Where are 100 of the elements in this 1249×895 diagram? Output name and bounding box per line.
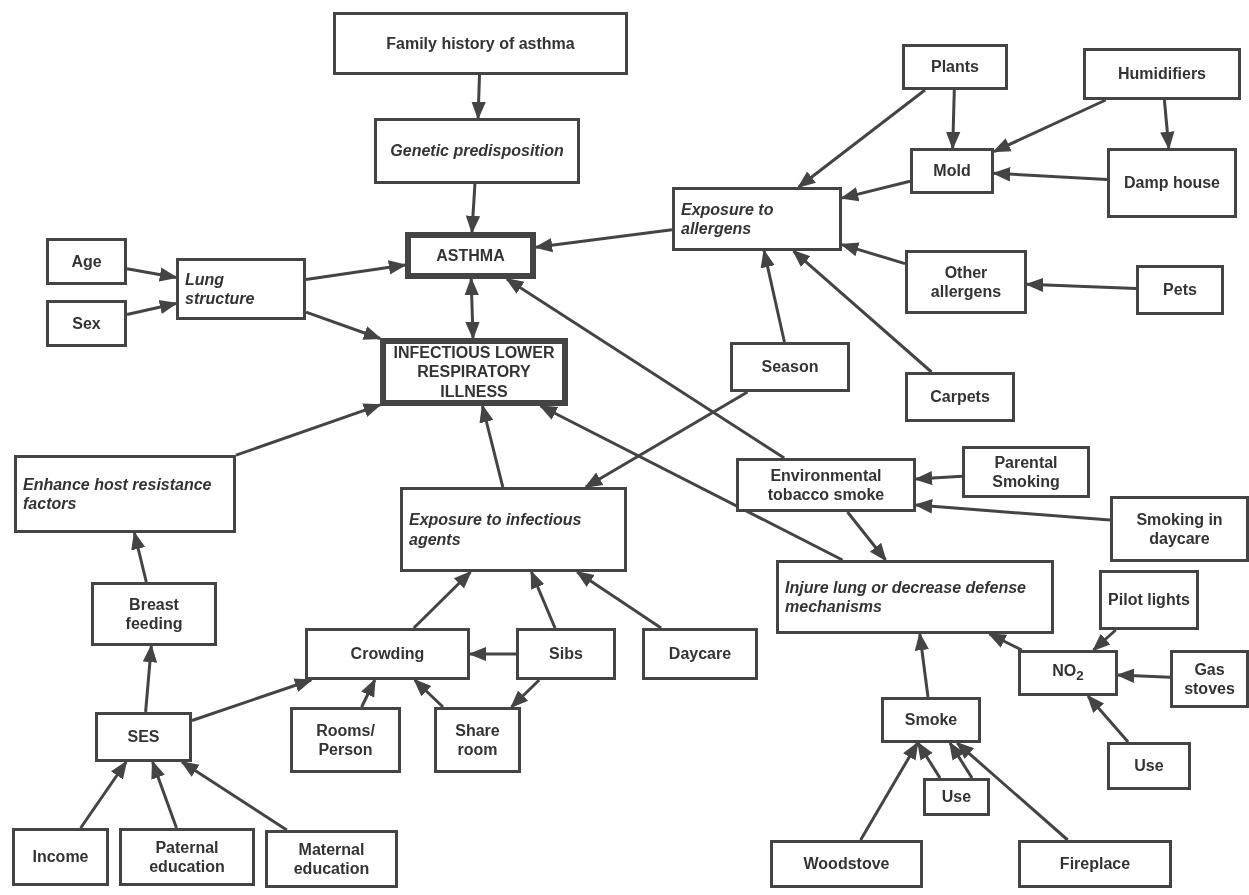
arrow <box>142 644 158 713</box>
arrow <box>992 167 1108 182</box>
arrow <box>539 404 844 562</box>
process-box <box>672 187 842 251</box>
process-box <box>400 487 627 572</box>
arrow <box>914 632 930 698</box>
box-label: Environmental tobacco smoke <box>766 465 886 505</box>
box-label: Breast feeding <box>124 594 184 634</box>
arrow <box>1025 277 1137 293</box>
box-label: Use <box>941 787 972 807</box>
arrow <box>992 98 1107 153</box>
arrow <box>840 179 911 202</box>
arrow <box>1086 694 1130 743</box>
process-box <box>305 628 470 680</box>
box-label: Lung structure <box>185 269 256 309</box>
box-label: ASTHMA <box>436 245 505 266</box>
process-box <box>1170 650 1249 708</box>
arrow <box>235 403 382 457</box>
arrow <box>530 570 557 629</box>
box-label: Fireplace <box>1059 854 1131 874</box>
process-box <box>1107 148 1237 218</box>
arrow <box>305 260 407 281</box>
arrow <box>471 74 486 120</box>
process-box <box>905 372 1015 422</box>
arrow <box>465 183 481 234</box>
process-box <box>881 697 981 743</box>
box-label: Pets <box>1163 280 1197 300</box>
box-label: Other allergens <box>929 262 1003 302</box>
box-label: Crowding <box>350 644 425 664</box>
process-box <box>176 258 306 320</box>
process-box <box>905 250 1027 314</box>
process-box <box>910 148 994 194</box>
box-label: Injure lung or decrease defense mechanisms <box>785 577 1027 617</box>
process-box <box>1107 742 1191 790</box>
process-box <box>380 338 568 406</box>
arrow <box>916 741 942 779</box>
box-label: Age <box>71 251 102 272</box>
box-label: Share room <box>454 720 501 760</box>
process-box <box>374 118 580 184</box>
process-box <box>405 232 536 279</box>
arrow <box>126 267 178 282</box>
arrow <box>792 249 933 374</box>
arrow <box>914 499 1111 522</box>
box-label: Smoke <box>904 710 958 730</box>
arrow <box>151 760 178 829</box>
arrow <box>584 390 749 489</box>
process-box <box>265 830 398 888</box>
box-label: Humidifiers <box>1118 64 1206 84</box>
process-box <box>1018 840 1172 888</box>
arrow <box>412 570 472 630</box>
process-box <box>119 828 255 886</box>
process-box <box>333 12 628 75</box>
box-label: Paternal education <box>148 837 226 877</box>
box-label: Daycare <box>668 644 732 664</box>
arrow <box>797 88 926 189</box>
arrow <box>760 249 786 343</box>
arrow <box>180 760 288 832</box>
arrow <box>305 310 382 340</box>
box-label: INFECTIOUS LOWER RESPIRATORY ILLNESS <box>392 343 556 401</box>
arrow <box>126 300 178 316</box>
arrow <box>955 741 1069 842</box>
box-label: Season <box>761 357 819 377</box>
process-box <box>14 455 236 533</box>
process-box <box>516 628 616 680</box>
box-label: NO$_{2}$ <box>1052 661 1084 685</box>
process-box <box>962 446 1090 498</box>
box-label: Pilot lights <box>1108 590 1190 610</box>
arrow <box>859 741 919 841</box>
box-label: Family history of asthma <box>386 33 575 54</box>
box-label: Parental Smoking <box>991 452 1061 492</box>
process-box <box>12 828 109 886</box>
box-label: Plants <box>931 57 979 77</box>
process-box <box>902 44 1008 90</box>
box-label: SES <box>127 727 160 747</box>
box-label: Use <box>1134 756 1164 776</box>
process-box <box>770 840 923 888</box>
arrow <box>479 404 505 488</box>
process-box <box>1136 265 1224 315</box>
process-box <box>1110 496 1249 562</box>
process-box <box>290 707 401 773</box>
box-label: Income <box>32 847 89 867</box>
arrow <box>945 89 961 150</box>
arrow <box>575 570 662 630</box>
process-box <box>1083 48 1241 100</box>
process-box <box>434 707 521 773</box>
process-box <box>1099 570 1199 630</box>
box-label: Sibs <box>549 644 583 664</box>
arrow <box>1160 99 1175 150</box>
process-box <box>730 342 850 392</box>
process-box <box>776 560 1054 634</box>
arrow <box>413 678 445 709</box>
box-label: Maternal education <box>292 839 371 879</box>
arrow <box>948 741 974 779</box>
arrow <box>1116 668 1171 683</box>
box-label: Exposure to allergens <box>681 199 775 239</box>
process-box <box>1018 650 1118 696</box>
arrow <box>464 277 480 340</box>
arrow <box>1092 628 1117 652</box>
process-box <box>46 238 127 285</box>
process-box <box>923 778 990 816</box>
